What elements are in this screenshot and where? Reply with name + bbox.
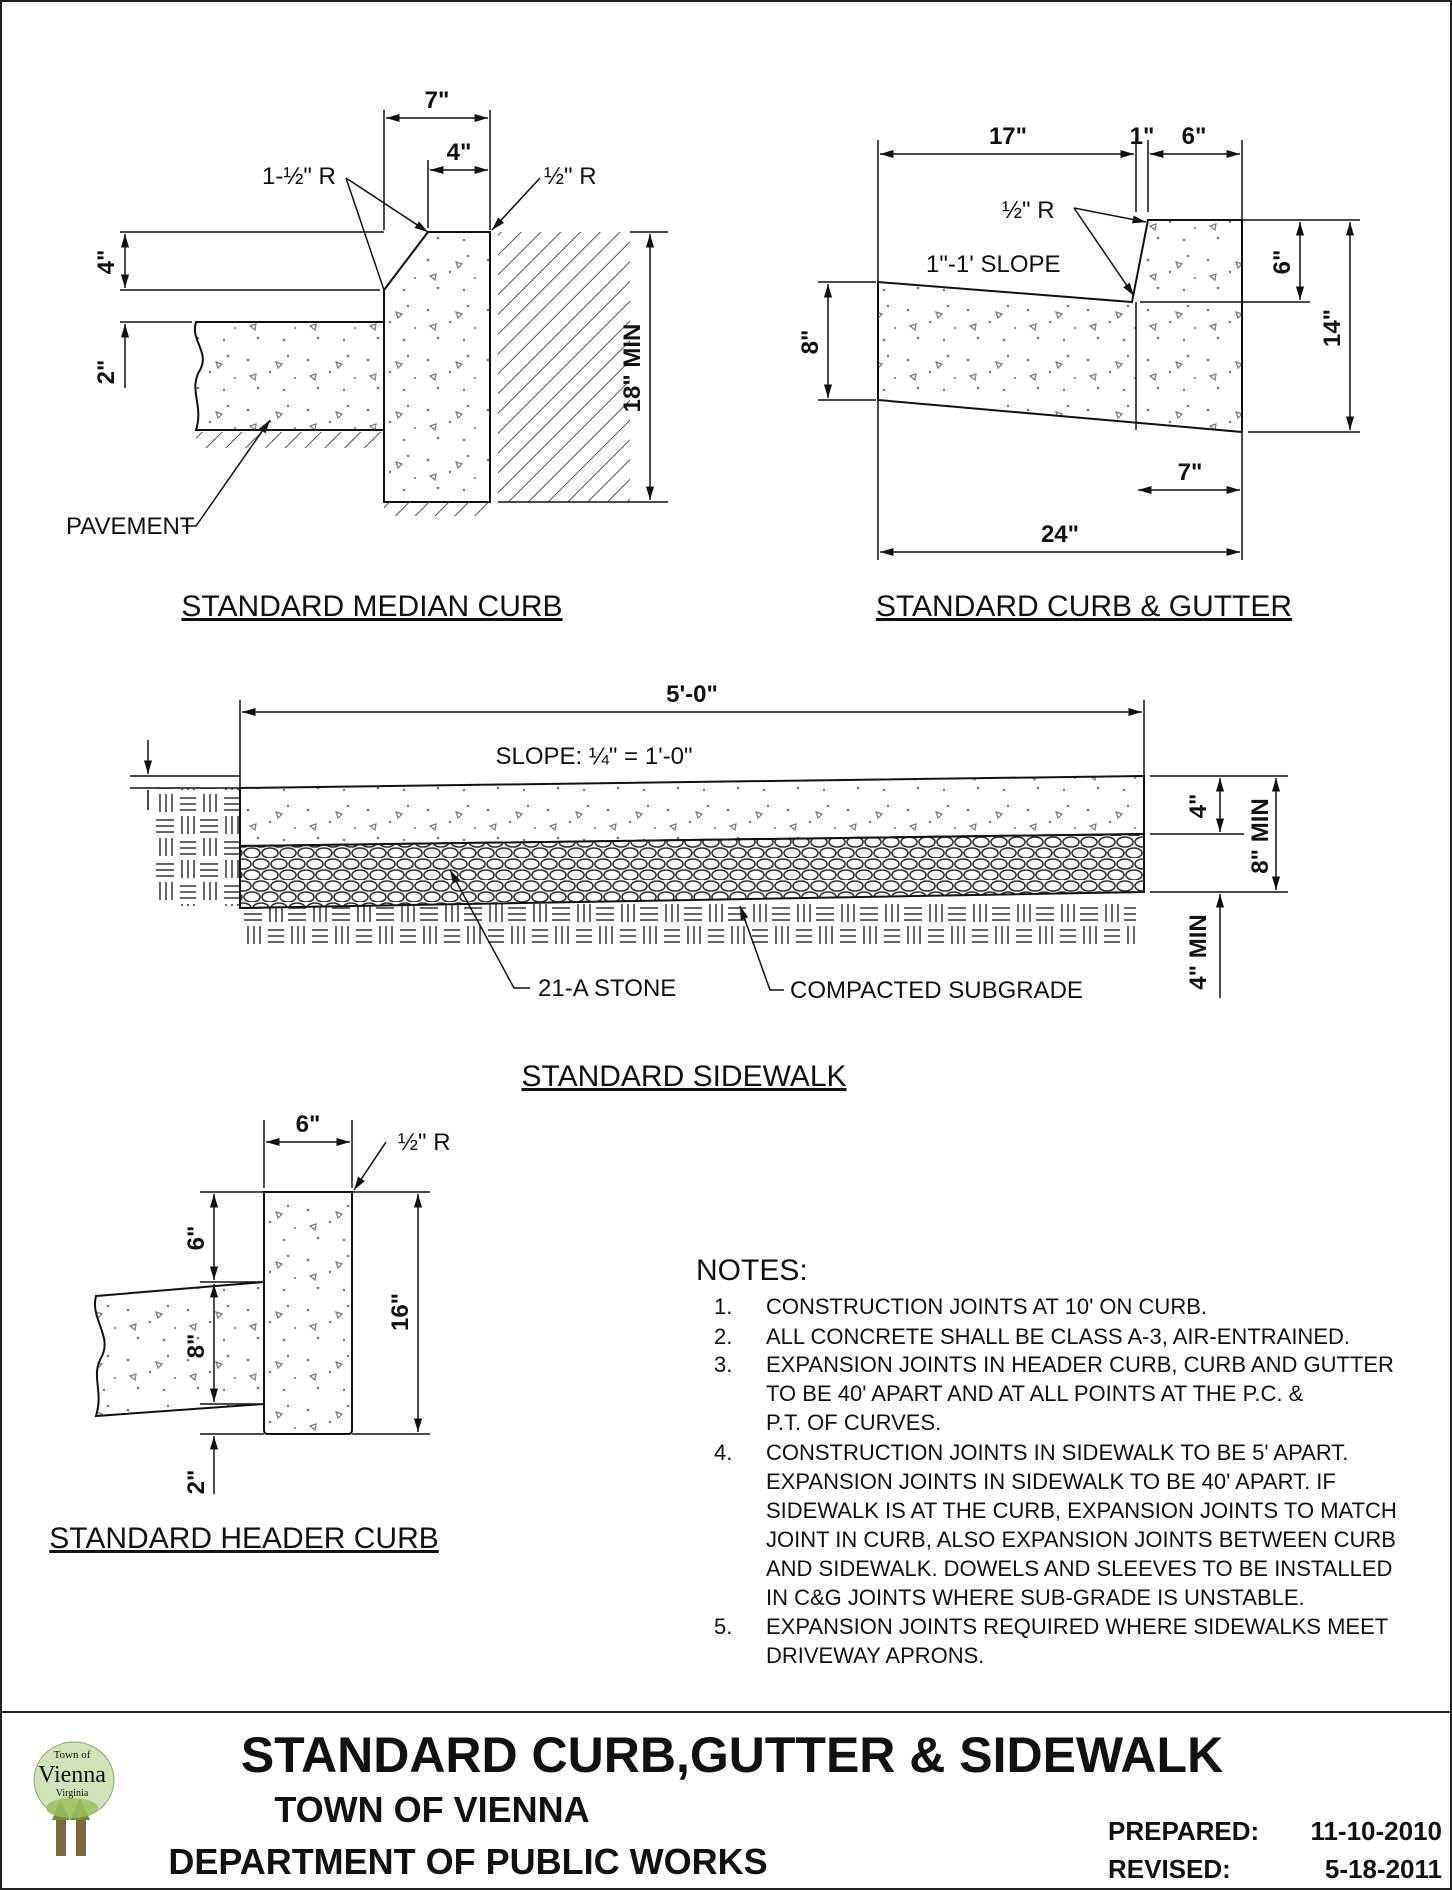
sidewalk-dim-total: 8" MIN (1247, 798, 1274, 873)
sidewalk-stone-base (239, 832, 1145, 910)
cg-dim-curb-base: 7" (1178, 459, 1203, 486)
cg-dim-joint: 1" (1130, 123, 1155, 150)
revised-label: REVISED: (1108, 1854, 1231, 1884)
note-number: 4. (714, 1440, 732, 1465)
sidewalk-dim-width: 5'-0" (666, 681, 718, 708)
cg-radius: ½" R (1002, 197, 1055, 224)
cg-dim-curb-height: 14" (1319, 309, 1346, 347)
header-pavement-slab (93, 1280, 265, 1418)
note-line: DRIVEWAY APRONS. (766, 1643, 984, 1668)
cg-dim-gutter-width: 17" (989, 123, 1027, 150)
notes-block: NOTES: 1. CONSTRUCTION JOINTS AT 10' ON … (696, 1254, 1397, 1668)
header-curb-detail (93, 1120, 430, 1494)
note-line: JOINT IN CURB, ALSO EXPANSION JOINTS BET… (766, 1527, 1396, 1552)
pavement-label: PAVEMENT (66, 513, 195, 540)
median-dim-inner-width: 4" (447, 139, 472, 166)
cg-dim-total-width: 24" (1041, 521, 1079, 548)
cg-dim-curb-top: 6" (1182, 123, 1207, 150)
sidewalk-detail (130, 700, 1288, 998)
sidewalk-dim-subgrade: 4" MIN (1185, 914, 1212, 989)
cg-dim-gutter-depth: 8" (797, 330, 824, 355)
median-soil-hatch (498, 232, 630, 502)
note-line: EXPANSION JOINTS IN HEADER CURB, CURB AN… (766, 1352, 1394, 1377)
note-line: CONSTRUCTION JOINTS AT 10' ON CURB. (766, 1294, 1207, 1319)
note-line: P.T. OF CURVES. (766, 1410, 941, 1435)
median-radius-right: ½" R (544, 163, 597, 190)
sidewalk-adjacent-soil (156, 788, 242, 906)
sidewalk-dim-thickness: 4" (1185, 794, 1212, 819)
header-dim-bottom: 2" (183, 1470, 210, 1495)
note-number: 5. (714, 1614, 732, 1639)
stone-label: 21-A STONE (538, 975, 676, 1002)
department-name: DEPARTMENT OF PUBLIC WORKS (168, 1841, 767, 1882)
note-line: SIDEWALK IS AT THE CURB, EXPANSION JOINT… (766, 1498, 1397, 1523)
note-line: IN C&G JOINTS WHERE SUB-GRADE IS UNSTABL… (766, 1585, 1305, 1610)
curb-gutter-detail (818, 140, 1360, 560)
median-dim-depth: 18" MIN (619, 324, 646, 413)
prepared-label: PREPARED: (1108, 1816, 1259, 1846)
median-radius-left: 1-½" R (262, 163, 336, 190)
median-dim-face-height: 4" (93, 250, 120, 275)
note-line: AND SIDEWALK. DOWELS AND SLEEVES TO BE I… (766, 1556, 1392, 1581)
cg-dim-curb-face: 6" (1269, 250, 1296, 275)
header-curb-body (263, 1191, 353, 1435)
note-number: 3. (714, 1352, 732, 1377)
sheet-title: STANDARD CURB,GUTTER & SIDEWALK (241, 1727, 1223, 1783)
logo-virginia: Virginia (56, 1788, 89, 1799)
header-dim-width: 6" (296, 1111, 321, 1138)
revised-date: 5-18-2011 (1325, 1854, 1442, 1884)
header-dim-slab: 8" (183, 1334, 210, 1359)
note-line: EXPANSION JOINTS REQUIRED WHERE SIDEWALK… (766, 1614, 1388, 1639)
note-line: ALL CONCRETE SHALL BE CLASS A-3, AIR-ENT… (766, 1324, 1350, 1349)
cg-slope: 1"-1' SLOPE (926, 251, 1061, 278)
town-logo: Town of Vienna Virginia (33, 1741, 115, 1856)
median-curb-title: STANDARD MEDIAN CURB (181, 590, 562, 623)
median-dim-pavement-offset: 2" (93, 360, 120, 385)
header-curb-title: STANDARD HEADER CURB (49, 1522, 439, 1555)
note-line: CONSTRUCTION JOINTS IN SIDEWALK TO BE 5'… (766, 1440, 1348, 1465)
logo-town-of: Town of (54, 1749, 91, 1761)
note-line: EXPANSION JOINTS IN SIDEWALK TO BE 40' A… (766, 1469, 1336, 1494)
prepared-date: 11-10-2010 (1310, 1816, 1442, 1846)
header-dim-height: 16" (387, 1293, 414, 1331)
median-pavement-slab (193, 321, 385, 431)
note-line: TO BE 40' APART AND AT ALL POINTS AT THE… (766, 1381, 1304, 1406)
sidewalk-slope: SLOPE: ¼" = 1'-0" (495, 743, 692, 770)
median-curb-detail (120, 110, 668, 527)
logo-vienna: Vienna (38, 1762, 106, 1788)
median-curb-body (383, 231, 491, 503)
median-dim-top-width: 7" (425, 87, 450, 114)
header-radius: ½" R (398, 1129, 451, 1156)
notes-heading: NOTES: (696, 1254, 808, 1287)
org-name: TOWN OF VIENNA (274, 1789, 589, 1830)
curb-gutter-title: STANDARD CURB & GUTTER (876, 590, 1292, 623)
sidewalk-subgrade-hatch (240, 900, 1136, 946)
header-dim-top: 6" (183, 1226, 210, 1251)
subgrade-label: COMPACTED SUBGRADE (790, 977, 1083, 1004)
note-number: 1. (714, 1294, 732, 1319)
note-number: 2. (714, 1324, 732, 1349)
sidewalk-title: STANDARD SIDEWALK (521, 1060, 846, 1093)
